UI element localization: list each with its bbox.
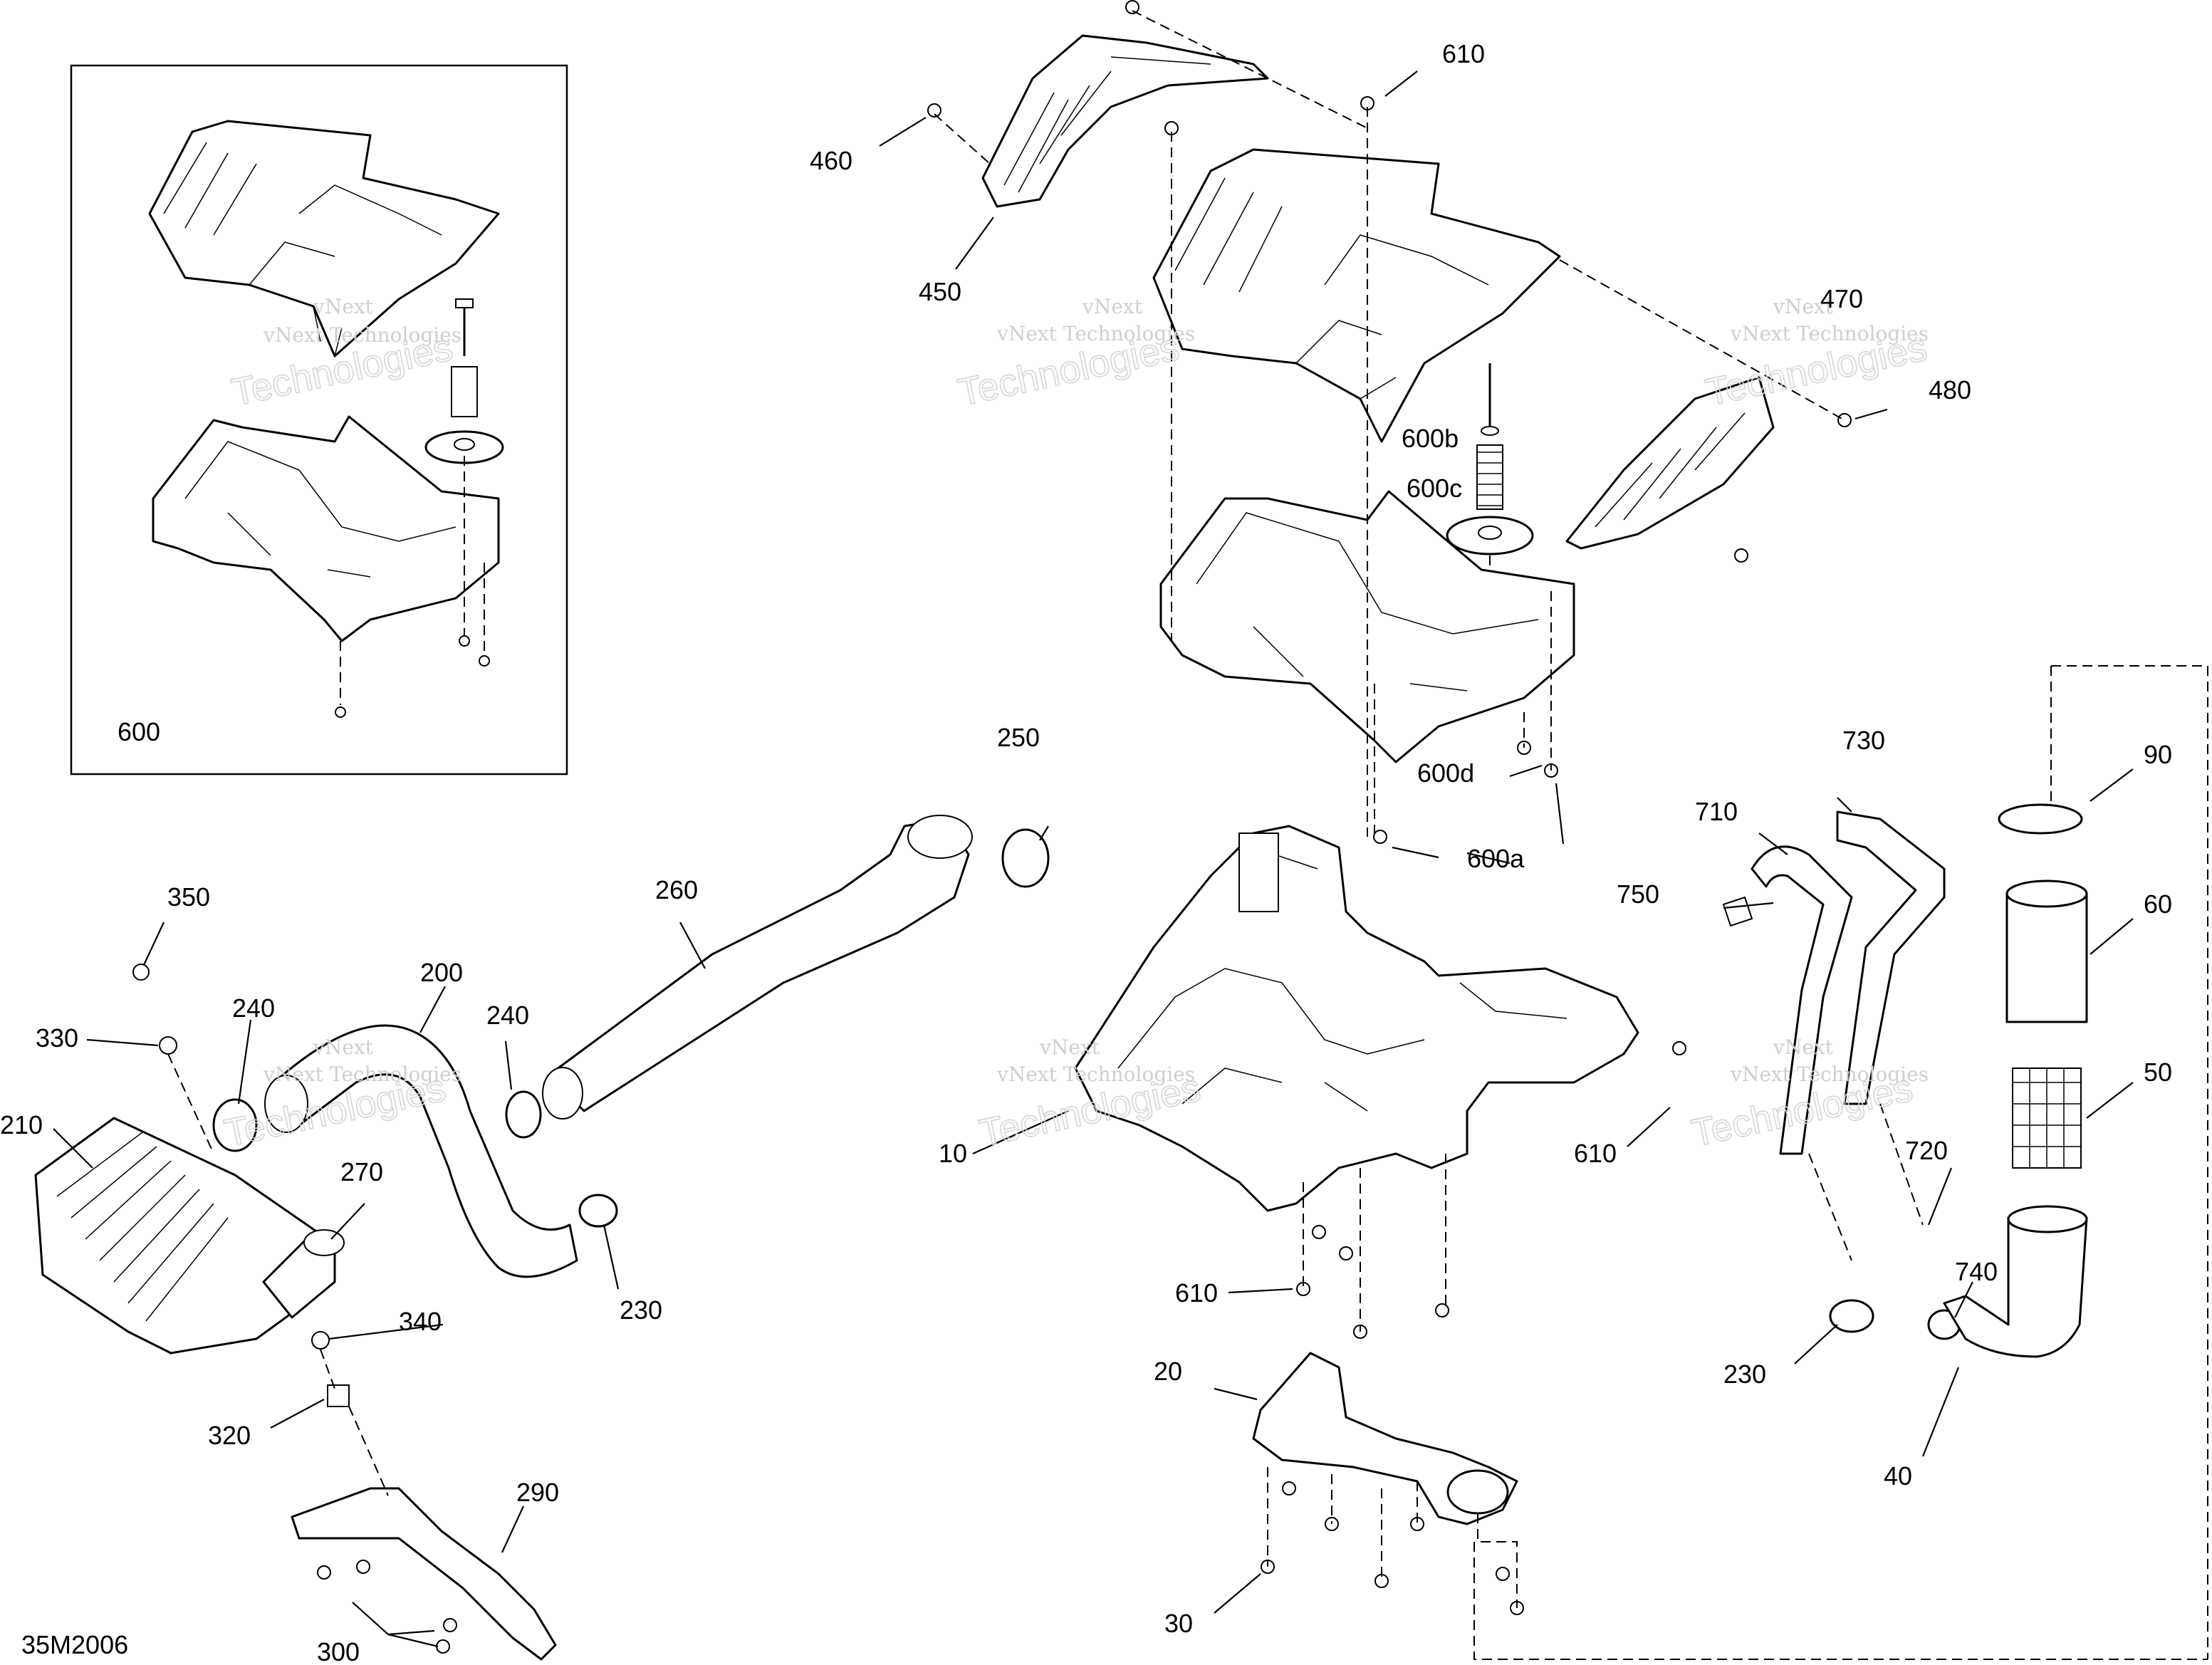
watermark-line1: vNext xyxy=(1773,295,1834,318)
alignment-lines xyxy=(167,10,2208,1660)
label-300: 300 xyxy=(317,1637,360,1665)
watermark-line2: vNext Technologies xyxy=(263,323,461,347)
watermark-line1: vNext xyxy=(313,1035,374,1059)
label-470: 470 xyxy=(1820,284,1863,313)
watermark-line2: vNext Technologies xyxy=(1730,322,1929,345)
label-610-low: 610 xyxy=(1175,1278,1218,1308)
label-40: 40 xyxy=(1884,1461,1912,1491)
label-350: 350 xyxy=(167,882,210,912)
label-710: 710 xyxy=(1695,797,1738,826)
part-450-grille xyxy=(981,34,1269,208)
label-90: 90 xyxy=(2144,740,2172,769)
inset-assembly-600 xyxy=(70,64,568,776)
part-upper-duct xyxy=(1152,148,1561,443)
label-460: 460 xyxy=(810,146,852,175)
part-290-bracket xyxy=(291,1487,557,1661)
watermark-line1: vNext xyxy=(1773,1035,1834,1059)
label-240-right: 240 xyxy=(486,1001,529,1030)
part-20-duct xyxy=(1252,1352,1518,1525)
watermark-line2: vNext Technologies xyxy=(996,322,1195,345)
label-20: 20 xyxy=(1154,1357,1182,1386)
label-740: 740 xyxy=(1955,1257,1998,1286)
label-330: 330 xyxy=(36,1023,78,1053)
part-10-airbox xyxy=(1074,825,1639,1212)
label-750: 750 xyxy=(1617,880,1659,909)
part-clamps xyxy=(212,828,1961,1340)
watermark-line2: vNext Technologies xyxy=(263,1063,461,1086)
label-290: 290 xyxy=(516,1478,559,1507)
label-210: 210 xyxy=(0,1110,43,1139)
label-200: 200 xyxy=(420,958,463,987)
leader-lines xyxy=(53,71,2134,1648)
watermark-line1: vNext xyxy=(1082,295,1143,318)
label-610-mid: 610 xyxy=(1574,1139,1617,1168)
label-600: 600 xyxy=(118,717,160,746)
label-50: 50 xyxy=(2144,1058,2172,1087)
label-30: 30 xyxy=(1164,1609,1193,1638)
label-10: 10 xyxy=(939,1139,967,1168)
label-450: 450 xyxy=(919,277,961,306)
part-filter-stack xyxy=(1943,803,2088,1358)
watermark-line1: vNext xyxy=(313,295,374,318)
label-230-right: 230 xyxy=(1723,1359,1766,1389)
label-230-left: 230 xyxy=(620,1295,662,1325)
label-240-left: 240 xyxy=(232,993,275,1023)
label-320: 320 xyxy=(208,1421,251,1450)
label-480: 480 xyxy=(1929,375,1971,404)
part-210-intercooler xyxy=(34,1117,345,1355)
label-250: 250 xyxy=(997,723,1040,752)
label-260: 260 xyxy=(655,875,698,904)
part-710-730-hoses xyxy=(1722,810,1946,1155)
diagram-code: 35M2006 xyxy=(21,1630,128,1659)
label-60: 60 xyxy=(2144,889,2172,919)
label-720: 720 xyxy=(1905,1136,1948,1165)
label-600b: 600b xyxy=(1402,424,1459,453)
watermark-line2: vNext Technologies xyxy=(996,1063,1195,1086)
part-470-side-grille xyxy=(1565,376,1775,550)
part-260-tube xyxy=(542,815,973,1119)
label-340: 340 xyxy=(399,1307,442,1336)
label-270: 270 xyxy=(340,1157,383,1186)
part-600b-600c-spring xyxy=(1446,363,1534,555)
watermark-line1: vNext xyxy=(1039,1035,1100,1059)
callout-labels: 600 610 460 450 470 480 600b 600c 600d 6… xyxy=(0,39,2172,1665)
label-600c: 600c xyxy=(1407,474,1462,503)
part-200-hose xyxy=(264,1024,578,1278)
label-610-top: 610 xyxy=(1442,39,1485,68)
label-600d: 600d xyxy=(1417,758,1474,788)
label-600a: 600a xyxy=(1467,844,1525,873)
watermark-line2: vNext Technologies xyxy=(1730,1063,1929,1086)
label-730: 730 xyxy=(1842,726,1885,755)
